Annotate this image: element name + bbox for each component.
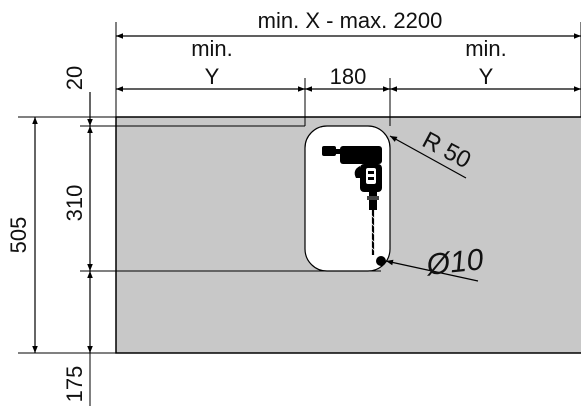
left-min-label: min. [191,36,233,61]
center-width-label: 180 [330,64,367,89]
bottom-offset-label: 175 [62,366,87,403]
total-height-label: 505 [6,217,31,254]
right-min-label: min. [465,36,507,61]
radius-leader-line [389,135,467,179]
top-offset-label: 20 [62,66,87,90]
cutout-height-label: 310 [62,185,87,222]
left-y-label: Y [205,64,220,89]
right-y-label: Y [479,64,494,89]
drill-hole [376,256,386,266]
hole-diameter-leader-line [385,259,479,282]
hole-diameter-label: Ø10 [424,243,485,282]
overall-width-label: min. X - max. 2200 [258,8,443,33]
drill-icon [322,146,382,255]
